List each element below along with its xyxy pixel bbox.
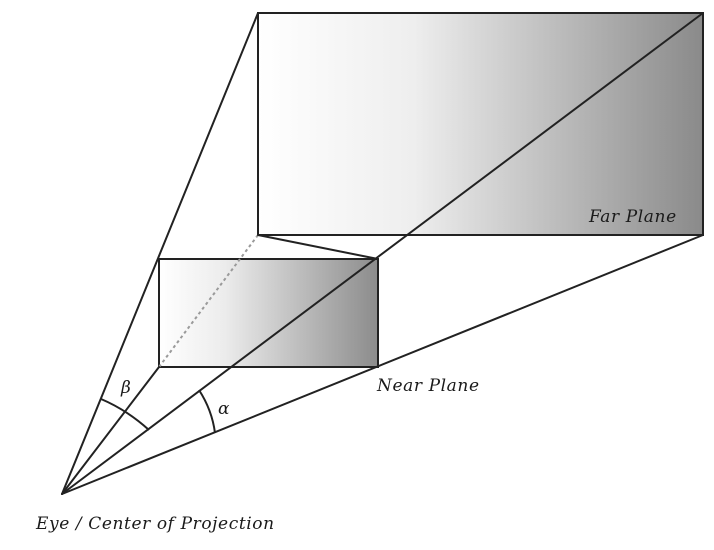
beta-label: β (120, 378, 131, 398)
beta-arc (100, 398, 150, 431)
ray-top-left (61, 12, 259, 495)
ray-center-diagonal (61, 12, 704, 495)
far-plane-label: Far Plane (588, 207, 677, 227)
near-plane (158, 258, 379, 368)
alpha-arc (198, 389, 216, 434)
far-plane (257, 12, 704, 236)
ray-upper-left-inner (61, 366, 160, 495)
eye-label: Eye / Center of Projection (35, 514, 275, 534)
ray-bottom-right (61, 234, 704, 495)
far-bottom-edge-link (257, 234, 379, 260)
near-plane-label: Near Plane (376, 376, 480, 396)
alpha-label: α (218, 399, 230, 419)
